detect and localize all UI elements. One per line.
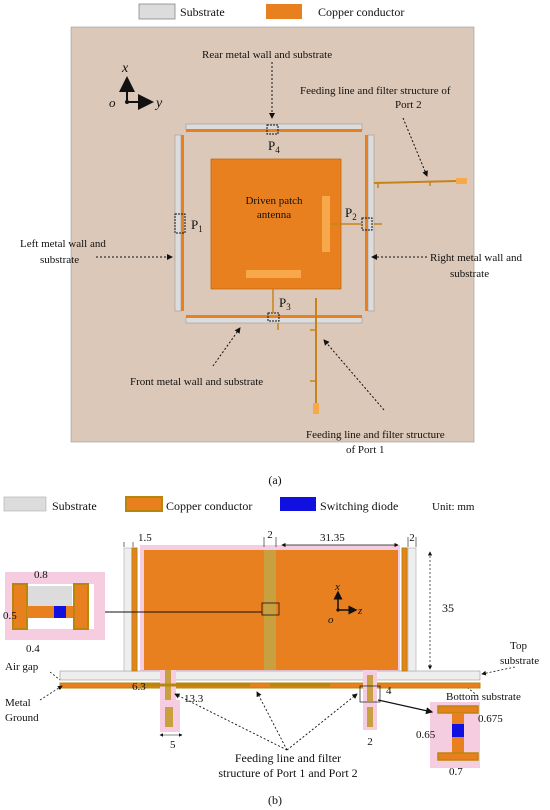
left-wall-b [123, 547, 133, 672]
caption-b: (b) [268, 793, 282, 807]
top-substrate-label-line1: Top [510, 640, 527, 652]
feed-label-line2: structure of Port 1 and Port 2 [218, 766, 357, 780]
legend-b-substrate-label: Substrate [52, 499, 97, 513]
port2-feed-label-line2: Port 2 [395, 99, 422, 111]
panel-b: x z o 1.5 2 31.35 2 35 0.8 0.5 [3, 529, 539, 780]
dim-13-3: 13.3 [184, 693, 204, 705]
axis-o-label: o [109, 95, 116, 110]
bottom-substrate-label: Bottom substrate [446, 691, 521, 703]
patch-label-line1: Driven patch [245, 195, 303, 207]
dim-1-5: 1.5 [138, 532, 152, 544]
top-substrate [59, 670, 481, 681]
dim-0-7: 0.7 [449, 766, 463, 778]
unit-label: Unit: mm [432, 501, 475, 513]
diode-zoom-right: 0.675 0.65 0.7 [377, 699, 503, 778]
front-wall [185, 312, 363, 324]
feed-label-line1: Feeding line and filter [235, 751, 341, 765]
legend-b: Substrate Copper conductor Switching dio… [3, 496, 475, 513]
dim-35: 35 [442, 601, 454, 615]
left-wall-label-line1: Left metal wall and [20, 238, 106, 250]
legend-substrate-swatch [138, 3, 176, 20]
legend-b-diode-swatch [280, 497, 316, 511]
p3-label: P3 [279, 295, 291, 312]
patch-label-line2: antenna [257, 209, 291, 221]
caption-a: (a) [268, 473, 281, 487]
metal-ground-label-line1: Metal [5, 697, 31, 709]
rear-wall-label: Rear metal wall and substrate [202, 49, 332, 61]
feed-structures [140, 670, 381, 732]
axes-b: x z o [328, 581, 363, 626]
diode-zoom-left: 0.8 0.5 0.4 [3, 569, 262, 655]
axis-b-x-label: x [334, 581, 340, 593]
dim-4: 4 [386, 685, 392, 697]
p4-port-marker [266, 124, 279, 135]
port1-feed-label-line1: Feeding line and filter structure [306, 429, 445, 441]
dim-2-bottom: 2 [367, 736, 373, 748]
right-wall-label-line1: Right metal wall and [430, 252, 522, 264]
dim-0-4: 0.4 [26, 643, 40, 655]
p1-port-marker [174, 213, 186, 234]
patch-left [144, 550, 264, 670]
left-wall [174, 134, 186, 312]
metal-ground-label-line2: Ground [5, 712, 39, 724]
patch-gap-strip [264, 550, 276, 670]
right-wall-label-line2: substrate [450, 268, 489, 280]
p1-label: P1 [191, 217, 203, 234]
p4-label: P4 [268, 138, 280, 155]
panel-a: x y o [20, 26, 522, 443]
legend-a: Substrate Copper conductor [138, 3, 404, 20]
right-wall-b [407, 547, 417, 672]
left-wall-label-line2: substrate [40, 254, 79, 266]
legend-substrate-label: Substrate [180, 5, 225, 19]
port2-feed-label-line1: Feeding line and filter structure of [300, 85, 451, 97]
p2-label: P2 [345, 205, 357, 222]
dim-6-3: 6.3 [132, 681, 146, 693]
axis-b-o-label: o [328, 614, 334, 626]
dim-0-675: 0.675 [478, 713, 503, 725]
port2-feed-line [373, 178, 467, 225]
legend-b-diode-label: Switching diode [320, 499, 398, 513]
dim-0-65: 0.65 [416, 729, 436, 741]
legend-b-substrate-swatch [3, 496, 47, 512]
legend-b-copper-label: Copper conductor [166, 499, 252, 513]
dim-0-5: 0.5 [3, 610, 17, 622]
axis-b-z-label: z [357, 605, 363, 617]
axes-a: x y o [109, 61, 163, 111]
port1-feed-label-line2: of Port 1 [346, 444, 385, 456]
p3-port-marker [267, 312, 280, 322]
axis-y-label: y [154, 96, 163, 111]
dim-31-35: 31.35 [320, 532, 345, 544]
top-substrate-label-line2: substrate [500, 655, 539, 667]
dim-2-top: 2 [267, 529, 273, 541]
rear-wall [185, 123, 363, 135]
legend-copper-label: Copper conductor [318, 5, 404, 19]
legend-copper-swatch [266, 4, 302, 19]
dim-5: 5 [170, 739, 176, 751]
dim-0-8: 0.8 [34, 569, 48, 581]
axis-x-label: x [121, 61, 129, 76]
driven-patch: Driven patch antenna [210, 158, 362, 313]
legend-b-copper-swatch [125, 496, 163, 512]
front-wall-label: Front metal wall and substrate [130, 376, 263, 388]
air-gap-label: Air gap [5, 661, 39, 673]
port1-feed-line [277, 298, 319, 414]
dim-2-right: 2 [409, 532, 415, 544]
